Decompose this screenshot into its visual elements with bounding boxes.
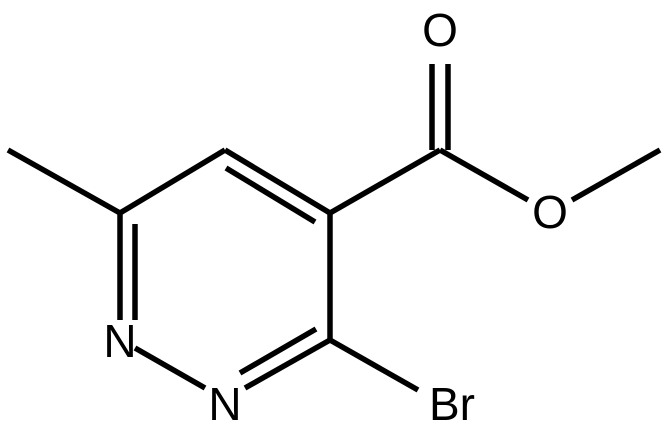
bond-n1-n2 bbox=[133, 345, 207, 391]
atom-label-nitrogen-2: N bbox=[208, 378, 241, 427]
atom-label-carbonyl-oxygen: O bbox=[422, 4, 458, 56]
atom-label-bromine: Br bbox=[429, 378, 475, 427]
bond-layer bbox=[6, 64, 662, 393]
bond-c5-c6 bbox=[118, 147, 227, 216]
atom-label-layer: O O N N Br bbox=[103, 4, 568, 427]
bond-c4-c5-outer bbox=[223, 147, 332, 216]
bond-carbonyl-ester-o bbox=[438, 147, 530, 203]
bond-c4-c5-inner bbox=[224, 165, 317, 225]
bond-ester-o-methyl bbox=[570, 147, 662, 203]
bond-c4-carbonyl bbox=[328, 147, 442, 216]
bond-methyl-c6 bbox=[6, 147, 122, 216]
bond-n2-c3-outer bbox=[243, 337, 332, 391]
bond-n2-c3-inner bbox=[238, 326, 318, 376]
atom-label-nitrogen-1: N bbox=[103, 315, 136, 367]
atom-label-ester-oxygen: O bbox=[532, 186, 568, 238]
bond-c3-br bbox=[328, 337, 420, 393]
